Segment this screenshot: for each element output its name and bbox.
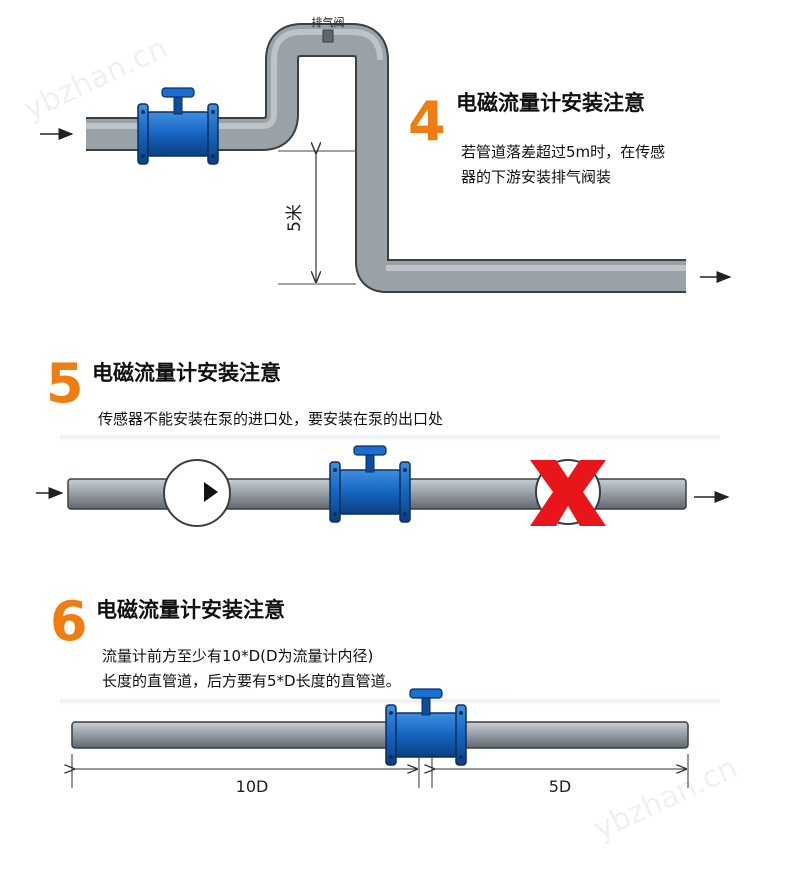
section-4-number: 4 bbox=[408, 90, 446, 153]
downstream-label: 5D bbox=[549, 777, 572, 796]
section-6-line-2: 长度的直管道，后方要有5*D长度的直管道。 bbox=[102, 672, 401, 690]
section-4-title: 电磁流量计安装注意 bbox=[456, 91, 645, 115]
section-5-title: 电磁流量计安装注意 bbox=[92, 361, 281, 385]
exhaust-valve-icon bbox=[322, 29, 334, 43]
section-6-title: 电磁流量计安装注意 bbox=[96, 598, 285, 622]
section-4-line-1: 若管道落差超过5m时，在传感 bbox=[461, 143, 665, 161]
flowmeter-icon bbox=[329, 445, 411, 523]
section-6: 6 电磁流量计安装注意 流量计前方至少有10*D(D为流量计内径) 长度的直管道… bbox=[50, 590, 720, 796]
section-5-number: 5 bbox=[46, 352, 84, 415]
upstream-label: 10D bbox=[236, 777, 269, 796]
section-5: 5 电磁流量计安装注意 传感器不能安装在泵的进口处，要安装在泵的出口处 bbox=[36, 352, 730, 527]
section-4: 排气阀 5米 4 电磁流量计安装注意 若管道落差超过5m时，在传感 器的下游安装… bbox=[40, 15, 732, 293]
wrong-position-icon bbox=[530, 459, 606, 526]
flowmeter-icon bbox=[137, 87, 219, 165]
height-label: 5米 bbox=[285, 204, 305, 232]
section-6-line-1: 流量计前方至少有10*D(D为流量计内径) bbox=[102, 647, 373, 665]
section-4-line-2: 器的下游安装排气阀装 bbox=[461, 168, 611, 186]
watermark-bottom: ybzhan.cn bbox=[589, 750, 743, 847]
pump-icon bbox=[163, 459, 231, 527]
straight-pipe bbox=[71, 721, 689, 749]
exhaust-valve-label: 排气阀 bbox=[312, 15, 345, 29]
section-5-line-1: 传感器不能安装在泵的进口处，要安装在泵的出口处 bbox=[98, 410, 443, 428]
section-6-number: 6 bbox=[50, 590, 88, 653]
